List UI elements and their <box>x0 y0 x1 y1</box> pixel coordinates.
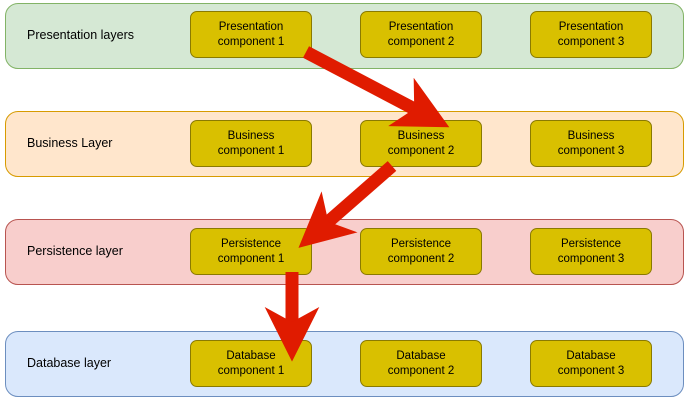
component-label: Business component 3 <box>557 129 625 157</box>
component-label: Database component 1 <box>217 349 285 377</box>
component-persistence-1[interactable]: Persistence component 1 <box>190 228 312 275</box>
component-label: Presentation component 1 <box>217 20 285 48</box>
layer-label-persistence: Persistence layer <box>27 244 123 259</box>
component-label: Database component 2 <box>387 349 455 377</box>
component-persistence-2[interactable]: Persistence component 2 <box>360 228 482 275</box>
component-presentation-1[interactable]: Presentation component 1 <box>190 11 312 58</box>
component-business-3[interactable]: Business component 3 <box>530 120 652 167</box>
component-business-1[interactable]: Business component 1 <box>190 120 312 167</box>
layer-label-business: Business Layer <box>27 136 113 151</box>
component-label: Persistence component 2 <box>387 237 455 265</box>
component-presentation-2[interactable]: Presentation component 2 <box>360 11 482 58</box>
component-database-1[interactable]: Database component 1 <box>190 340 312 387</box>
component-business-2[interactable]: Business component 2 <box>360 120 482 167</box>
component-persistence-3[interactable]: Persistence component 3 <box>530 228 652 275</box>
component-database-3[interactable]: Database component 3 <box>530 340 652 387</box>
component-label: Business component 2 <box>387 129 455 157</box>
component-label: Persistence component 1 <box>217 237 285 265</box>
component-label: Presentation component 3 <box>557 20 625 48</box>
component-label: Presentation component 2 <box>387 20 455 48</box>
component-database-2[interactable]: Database component 2 <box>360 340 482 387</box>
component-label: Database component 3 <box>557 349 625 377</box>
component-label: Persistence component 3 <box>557 237 625 265</box>
layer-label-presentation: Presentation layers <box>27 28 135 43</box>
layer-label-database: Database layer <box>27 356 112 371</box>
component-presentation-3[interactable]: Presentation component 3 <box>530 11 652 58</box>
component-label: Business component 1 <box>217 129 285 157</box>
